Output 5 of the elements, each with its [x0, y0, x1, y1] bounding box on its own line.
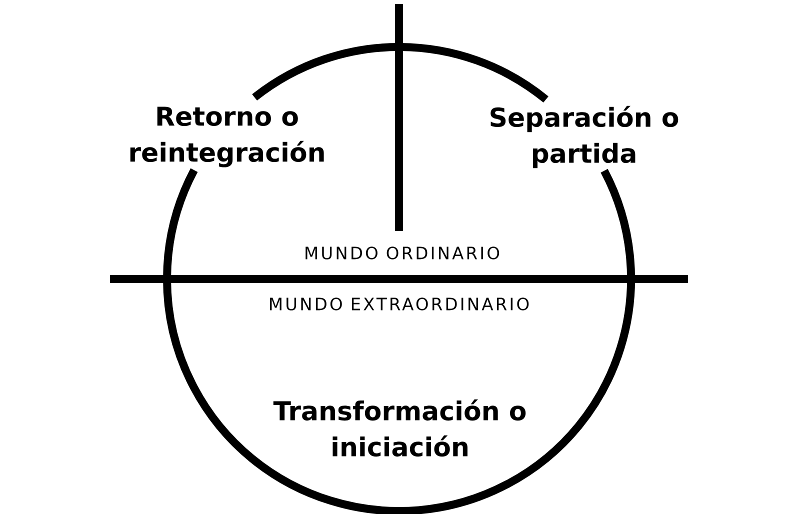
stage-heading: Retorno o reintegración: [130, 106, 324, 168]
stage-heading: Separación o partida: [490, 106, 678, 168]
stage-heading: Transformación o iniciación: [273, 399, 526, 457]
world-label: MUNDO ORDINARIO: [306, 246, 500, 260]
world-label: MUNDO EXTRAORDINARIO: [270, 298, 529, 310]
